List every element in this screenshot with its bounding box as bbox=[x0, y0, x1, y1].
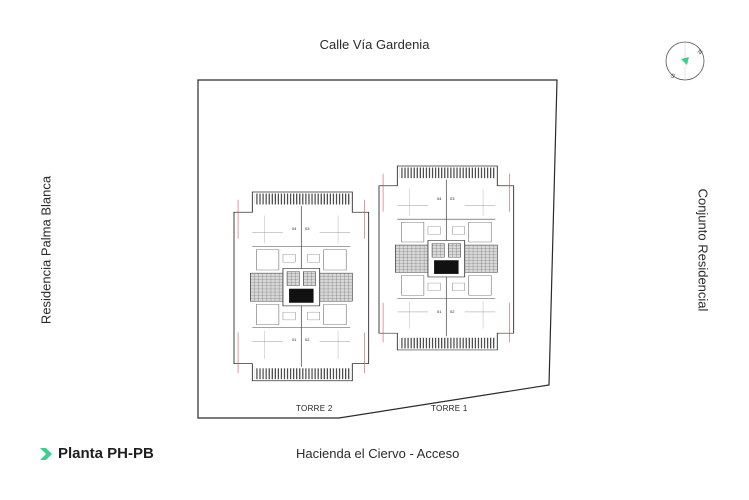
plan-title: Planta PH-PB bbox=[58, 445, 154, 462]
tower-1-unit-04: 04 bbox=[437, 196, 442, 201]
compass-needle-icon bbox=[681, 57, 689, 65]
tower-2-label: TORRE 2 bbox=[296, 404, 333, 413]
tower-2-unit-01: 01 bbox=[292, 337, 297, 342]
tower-1-label: TORRE 1 bbox=[431, 404, 468, 413]
tower-2-floorplan bbox=[233, 191, 370, 382]
tower-1-floorplan bbox=[378, 165, 515, 351]
compass-icon: N S bbox=[665, 41, 705, 81]
plan-title-block: Planta PH-PB bbox=[40, 445, 154, 462]
tower-1-unit-01: 01 bbox=[437, 309, 442, 314]
compass-north-letter: N bbox=[696, 49, 703, 56]
street-label-south: Hacienda el Ciervo - Acceso bbox=[296, 446, 460, 461]
street-label-north: Calle Vía Gardenia bbox=[319, 37, 430, 52]
chevron-arrow-icon bbox=[40, 447, 52, 460]
tower-1-unit-03: 03 bbox=[450, 196, 455, 201]
compass-south-letter: S bbox=[669, 73, 676, 80]
tower-2-unit-02: 02 bbox=[305, 337, 310, 342]
property-boundary bbox=[197, 79, 558, 419]
tower-2-unit-03: 03 bbox=[305, 226, 310, 231]
tower-1-unit-02: 02 bbox=[450, 309, 455, 314]
tower-2-unit-04: 04 bbox=[292, 226, 297, 231]
